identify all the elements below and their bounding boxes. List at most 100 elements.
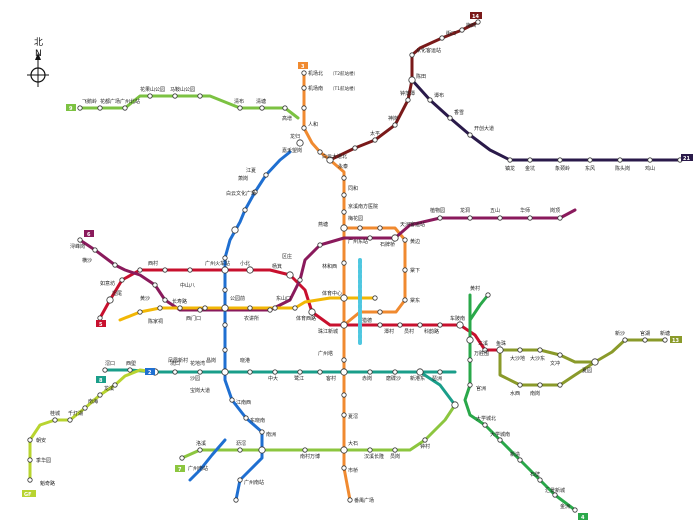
station-conghua: 从化客运站 [416,47,441,54]
station-pazhou: 琶洲 [432,376,442,382]
line-4-path [465,295,575,510]
station-liede: 猎德 [362,317,372,324]
svg-text:4: 4 [581,515,585,521]
station-jiahewanggang: 嘉禾望岗 [282,147,302,154]
station-shibi: 石壁 [530,471,540,478]
line-tag-2: 2 [145,368,155,376]
station-kuiqi: 魁奇路 [40,480,55,487]
station-jiangpu: 街口 [446,30,456,37]
station-xiaoping: 萧岗 [238,175,248,182]
station-modiesha: 磨碟沙 [386,375,401,382]
station-zhenlong: 镇龙 [505,165,515,172]
line-3-north-path [304,73,350,500]
station-dashi: 大石 [348,440,358,447]
station-lujiang: 鹭江 [294,375,304,382]
station-rugang: 如意坊 [100,280,115,287]
station-yangji: 杨箕 [272,263,282,270]
station-daxuechengnan: 大学城南 [490,431,510,438]
line-tag-9: 9 [66,104,76,112]
station-guangzhouhuochezhan: 广州火车站 [205,260,230,267]
station-jingxi: 京溪南方医院 [348,203,378,210]
station-meihuayuan: 梅花园 [348,215,363,222]
station-guicheng: 桂城 [50,410,60,417]
station-yuanwan: 员岗 [390,454,400,460]
station-shayuan: 沙园 [190,376,200,382]
station-tangdong: 棠东 [410,297,420,304]
line-4-upper-path [470,295,488,320]
station-taiping: 太平 [370,130,380,137]
station-yuancun: 员村 [404,328,414,335]
station-dongxiaonan: 东晓南 [250,417,265,424]
svg-text:14: 14 [472,14,479,20]
station-guangzhouta: 广州塔 [318,350,333,357]
station-jichangbei: 机场北 [308,70,323,77]
station-qingbu: 清布 [234,98,244,105]
station-jichangbei-note: （T2航站楼） [330,70,358,77]
station-guanhu: 官湖 [640,330,650,337]
station-nanhai: 南海 [88,398,98,405]
station-baogang: 宝岗大道 [190,387,210,394]
station-huaduguangchang: 花都广场 [100,98,120,105]
station-zhujiangxincheng: 珠江新城 [318,328,338,335]
compass-north-label: 北 [34,37,43,48]
station-jichangnan-note: （T1航站楼） [330,85,358,92]
station-yongtai: 永泰 [338,163,348,170]
station-luoxi: 洛溪 [196,440,206,447]
station-kaichuang: 开创大道 [474,125,494,132]
station-huangge: 汇景新城 [545,487,565,494]
station-huaguocheng: 花果山公园 [140,86,165,93]
line-tag-4: 4 [578,513,588,521]
station-nanzhou: 南洲 [266,431,276,438]
station-chentou: 陈头岗 [615,165,630,172]
station-ximenkou: 西门口 [186,315,201,322]
station-tiyuxilu: 体育西路 [296,315,316,322]
station-hanxi: 汉溪长隆 [364,453,384,460]
station-renhe: 人和 [308,121,318,128]
station-panyuguangchang: 番禺广场 [354,497,374,504]
line-tag-8: 8 [96,376,106,384]
station-jiangxia: 江夏 [246,167,256,174]
svg-text:7: 7 [178,467,182,473]
station-xilang: 西塱 [126,360,136,367]
station-xiangxue: 香雪 [454,109,464,116]
svg-text:3: 3 [301,64,305,70]
station-jiaokou: 滘口 [105,360,115,367]
svg-text:2: 2 [148,370,152,376]
station-xinyong: 新塘 [660,330,670,337]
station-wenchong: 文冲 [550,360,560,367]
station-labels: 飞鹅岭 花都广场 花果山公园 马鞍山公园 广州北站 清布 清塘 高增 机场北 （… [36,22,670,510]
station-xingang: 新港东 [410,375,425,382]
station-guangzhounanzhan-label: 广州南站 [188,465,208,472]
station-chenjiaci: 陈家祠 [148,318,163,325]
station-guanzhou: 官洲 [476,385,486,392]
station-ruyifang: 黄沙 [140,295,150,302]
line-tag-13: 13 [670,336,682,344]
station-hengsha: 横沙 [82,257,92,264]
station-tancun: 潭村 [384,328,394,335]
station-wanshengwei: 万胜围 [474,350,489,357]
station-shuixi: 水西 [510,390,520,397]
line-tag-6: 6 [84,230,94,238]
station-jishan: 鸡山 [645,165,655,172]
station-yantang: 燕塘 [318,221,328,228]
station-linhexi: 林和西 [322,263,337,270]
station-xunfenggang: 浔峰岗 [70,243,85,250]
svg-text:8: 8 [99,378,103,384]
station-chaoyang: 朝安 [36,437,46,444]
station-zhongshanba: 中山八 [180,282,195,289]
station-qiandeng: 千灯湖 [68,410,83,417]
station-xiangbang: 象颈岭 [555,165,570,172]
station-shibei: 广州南站 [244,479,264,486]
station-zhiwuyuan: 植物园 [430,207,445,214]
station-changshou: 长寿路 [172,298,187,305]
station-wushan: 五山 [490,207,500,214]
station-gongyuanqian: 公园前 [230,295,245,302]
line-2-path [225,152,290,500]
station-xicun: 西村 [148,260,158,267]
station-zhongda: 中大 [268,375,278,382]
line-21-path [412,80,680,160]
station-shiqiao: 市桥 [348,467,358,474]
station-changgang: 昌岗 [206,358,216,364]
station-chebei: 车陂南 [450,315,465,322]
line-tag-14: 14 [470,12,482,20]
